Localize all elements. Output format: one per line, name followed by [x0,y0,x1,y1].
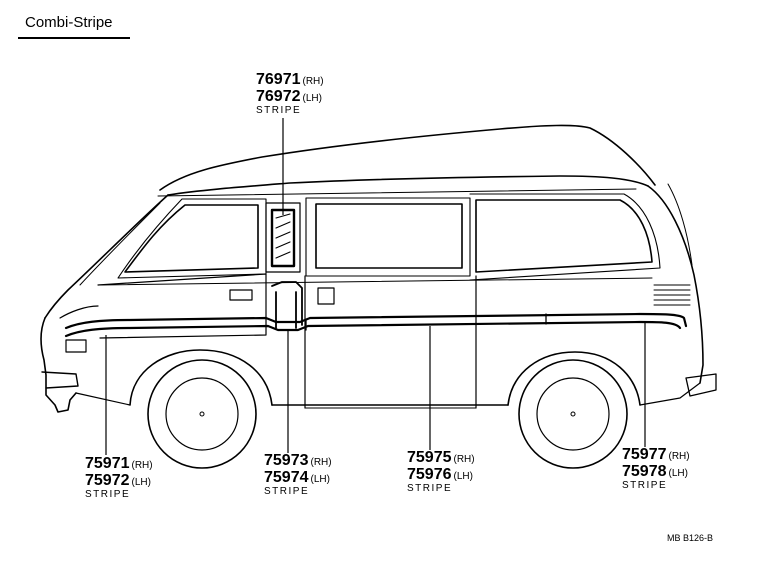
part-name: STRIPE [256,105,302,116]
slide-window [316,204,462,268]
front-rim [166,378,238,450]
rear-lamp-inner [668,184,692,265]
callout-75973: 75973(RH) 75974(LH) STRIPE [264,453,332,497]
title-underline [18,37,130,39]
front-end [41,318,76,412]
part-number-rh: 75971(RH) [85,455,153,472]
part-number-lh: 76972(LH) [256,88,322,105]
headlamp [66,340,86,352]
front-door-window-frame [118,199,266,278]
pillar-vent-hatch [276,214,290,258]
slide-door-outline [305,276,476,408]
rear-corner [648,186,703,383]
rear-quarter-window [476,200,652,272]
front-door-handle [230,290,252,300]
part-name: STRIPE [85,489,131,500]
part-number-rh: 76971(RH) [256,71,324,88]
slide-window-frame [306,198,470,276]
rear-wheel-arch [508,352,640,405]
part-number-rh: 75975(RH) [407,449,475,466]
part-name: STRIPE [622,480,668,491]
side-stripe-upper [66,314,686,328]
pillar-vent-frame [266,203,300,272]
rear-rim [537,378,609,450]
diagram-title: Combi-Stripe [25,14,113,31]
front-hub [200,412,204,416]
rear-tire [519,360,627,468]
front-fender [60,306,98,318]
slide-door-handle [318,288,334,304]
front-wheel-arch [130,350,272,405]
part-number-lh: 75974(LH) [264,469,330,486]
part-number-rh: 75977(RH) [622,446,690,463]
windshield-inner [80,203,160,285]
callout-75971: 75971(RH) 75972(LH) STRIPE [85,456,153,500]
roof-gutter [168,176,648,195]
callout-75977: 75977(RH) 75978(LH) STRIPE [622,447,690,491]
part-number-lh: 75976(LH) [407,466,473,483]
callout-75975: 75975(RH) 75976(LH) STRIPE [407,450,475,494]
rear-quarter-frame [470,194,660,280]
front-bumper [42,372,78,388]
drawing-code: MB B126-B [667,533,714,543]
front-lower [76,393,130,405]
part-name: STRIPE [264,486,310,497]
rear-hub [571,412,575,416]
front-door-outline [98,274,266,338]
front-tire [148,360,256,468]
front-door-window [125,205,258,272]
side-stripe-lower [66,322,680,336]
callout-76971: 76971(RH) 76972(LH) STRIPE [256,72,324,116]
rear-vent-slots [654,285,690,305]
pillar-vent-louver [272,210,294,266]
roof-outline [160,125,655,190]
part-name: STRIPE [407,483,453,494]
part-number-lh: 75972(LH) [85,472,151,489]
rear-panel [640,383,700,405]
a-pillar [45,195,168,318]
roof-drip [158,189,636,196]
rear-bumper [686,374,716,396]
part-number-lh: 75978(LH) [622,463,688,480]
part-number-rh: 75973(RH) [264,452,332,469]
